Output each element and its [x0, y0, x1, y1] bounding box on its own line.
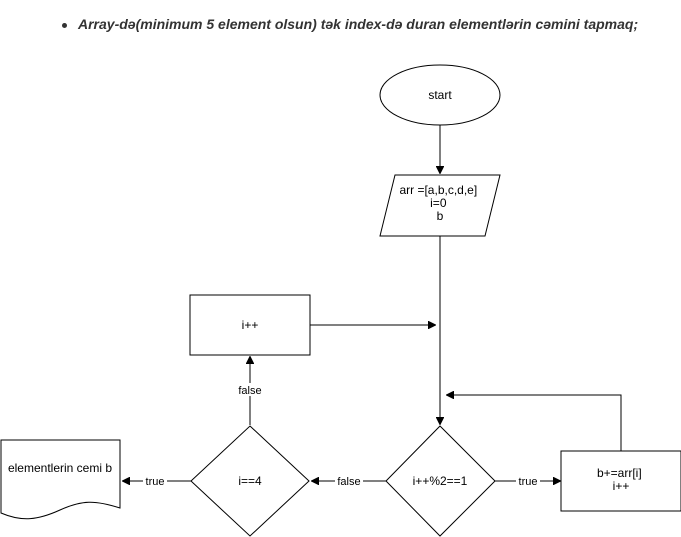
node-input-line: arr =[a,b,c,d,e] [399, 183, 477, 197]
node-start-line: start [428, 88, 452, 102]
input-parallelogram [379, 174, 501, 237]
node-output: elementlerin cemi b [0, 439, 121, 520]
node-input-label: arr =[a,b,c,d,e] i=0 b [399, 183, 480, 223]
node-output-line: elementlerin cemi b [8, 461, 112, 475]
node-end-check-label: i==4 [238, 474, 262, 488]
task-text: Array-də(minimum 5 element olsun) tək in… [78, 16, 639, 32]
increment-rect [189, 294, 311, 356]
node-sum: b+=arr[i] i++ [560, 450, 681, 512]
edge-sum-loop-back [447, 395, 622, 451]
edge-label-bg [335, 474, 363, 487]
task-heading: Array-də(minimum 5 element olsun) tək in… [62, 16, 672, 38]
node-end-check: i==4 [190, 425, 310, 537]
node-end-check-line: i==4 [238, 474, 262, 488]
edge-label-end-true: true [146, 476, 165, 488]
node-start-label: start [428, 88, 452, 102]
edge-label-end-false: false [238, 385, 261, 397]
node-increment-label: i++ [242, 318, 259, 332]
edge-label-odd-false: false [337, 476, 360, 488]
node-odd-check: i++%2==1 [385, 425, 496, 537]
node-input-line: i=0 [430, 196, 447, 210]
node-output-label: elementlerin cemi b [8, 461, 112, 475]
edge-label-bg [236, 383, 264, 396]
sum-rect [560, 450, 681, 512]
bullet-icon [62, 23, 67, 28]
edge-label-bg [516, 474, 540, 487]
node-increment-line: i++ [242, 318, 259, 332]
node-odd-check-line: i++%2==1 [413, 474, 468, 488]
edge-labels: true false false true [143, 383, 540, 488]
end-check-diamond [190, 425, 310, 537]
edge-label-bg [143, 474, 167, 487]
node-sum-label: b+=arr[i] i++ [597, 466, 645, 493]
node-input: arr =[a,b,c,d,e] i=0 b [379, 174, 501, 237]
output-document-shape [0, 439, 121, 520]
node-input-line: b [437, 209, 444, 223]
node-sum-line: b+=arr[i] [597, 466, 642, 480]
start-ellipse [379, 64, 501, 126]
node-increment: i++ [189, 294, 311, 356]
odd-check-diamond [385, 425, 496, 537]
node-sum-line: i++ [613, 479, 630, 493]
node-odd-check-label: i++%2==1 [413, 474, 468, 488]
node-start: start [379, 64, 501, 126]
edge-label-odd-true: true [519, 476, 538, 488]
